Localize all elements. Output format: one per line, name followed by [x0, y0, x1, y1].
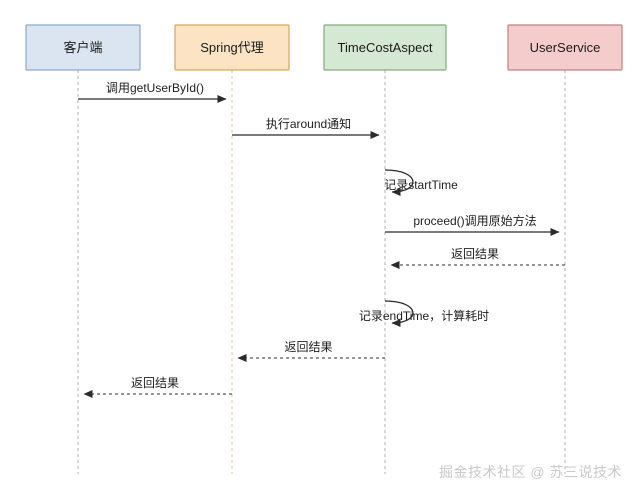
- message-m1[interactable]: 调用getUserById(): [78, 81, 227, 103]
- message-label-m6: 记录endTime，计算耗时: [359, 308, 489, 323]
- participant-box-time-cost-aspect: [323, 24, 447, 71]
- message-m2[interactable]: 执行around通知: [232, 117, 380, 139]
- message-label-m1: 调用getUserById(): [106, 81, 204, 95]
- message-arrow-m3: [384, 169, 414, 196]
- watermark-label: 掘金技术社区 @ 苏三说技术: [439, 464, 622, 480]
- message-arrow-m6: [384, 300, 414, 327]
- message-m8[interactable]: 返回结果: [83, 376, 232, 398]
- message-label-m5: 返回结果: [451, 247, 499, 261]
- message-m7[interactable]: 返回结果: [237, 340, 385, 362]
- participant-label-client: 客户端: [63, 40, 102, 55]
- participant-label-spring-proxy: Spring代理: [200, 40, 264, 55]
- message-m5[interactable]: 返回结果: [390, 247, 565, 269]
- participant-user-service[interactable]: UserService: [507, 24, 623, 71]
- participants-group: 客户端 Spring代理 TimeCostAspect UserService: [25, 24, 623, 71]
- message-label-m8: 返回结果: [131, 376, 179, 390]
- participant-label-user-service: UserService: [530, 40, 601, 55]
- participant-box-client: [25, 24, 141, 71]
- message-label-m4: proceed()调用原始方法: [413, 213, 536, 228]
- participant-spring-proxy[interactable]: Spring代理: [174, 24, 290, 71]
- participant-time-cost-aspect[interactable]: TimeCostAspect: [323, 24, 447, 71]
- message-label-m2: 执行around通知: [266, 117, 351, 131]
- lifelines-group: [77, 70, 566, 474]
- message-m3[interactable]: 记录startTime: [384, 169, 458, 196]
- participant-box-spring-proxy: [174, 24, 290, 71]
- message-label-m7: 返回结果: [284, 340, 332, 354]
- participant-label-time-cost-aspect: TimeCostAspect: [338, 40, 433, 55]
- participant-client[interactable]: 客户端: [25, 24, 141, 71]
- message-label-m3: 记录startTime: [384, 178, 458, 192]
- message-m4[interactable]: proceed()调用原始方法: [385, 213, 560, 236]
- message-m6[interactable]: 记录endTime，计算耗时: [359, 300, 489, 327]
- participant-box-user-service: [507, 24, 623, 71]
